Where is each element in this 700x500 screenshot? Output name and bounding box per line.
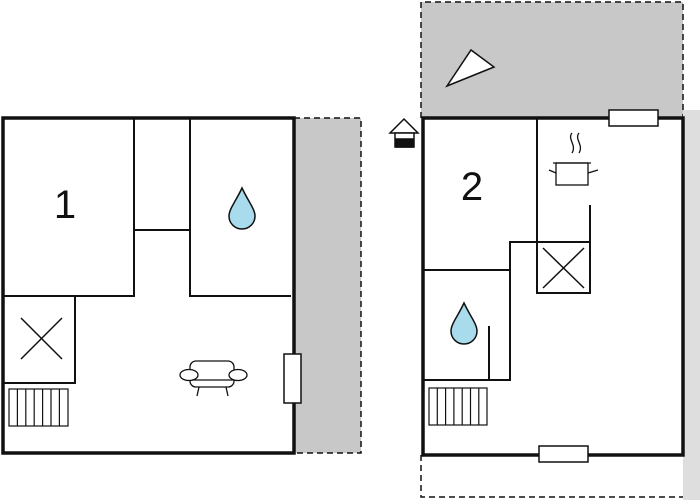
storage-cross-icon [542,247,585,289]
interior-walls [3,118,291,384]
storage-cross-icon [20,317,63,360]
radiator-icon [8,388,69,427]
window-icon [608,109,659,127]
armchair-icon [179,360,248,397]
radiator-icon [428,387,488,426]
interior-walls [423,118,591,381]
room-number: 1 [54,183,76,227]
terrace-floor-2 [421,2,683,118]
terrace-outline [294,117,362,454]
water-drop-icon [450,301,478,345]
terrace-outline [420,1,684,118]
floor-2: 2 [388,1,700,500]
terrace-floor-1 [294,118,361,453]
window-icon [538,445,589,463]
water-drop-icon [228,186,256,230]
window-icon [283,353,302,404]
cooking-pot-icon [548,132,599,186]
terrace-outline [420,455,683,498]
room-number: 2 [461,165,483,209]
balcony-floor-2 [683,110,700,500]
entrance-house-icon [388,117,420,148]
north-arrow-icon [445,48,496,88]
floor-1: 1 [1,116,362,455]
